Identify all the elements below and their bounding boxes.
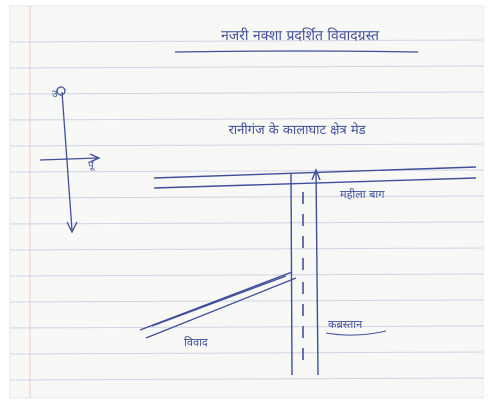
right-area-label: कब्रस्तान (328, 318, 363, 331)
paper-sheet (9, 5, 484, 399)
compass-icon (39, 86, 101, 234)
north-mark: उ (52, 89, 58, 100)
diagonal-lane (139, 271, 297, 339)
page-title: नजरी नक्शा प्रदर्शित विवादग्रस्त (221, 27, 380, 44)
title-underline (174, 50, 419, 53)
left-lane-label: विवाद (184, 336, 208, 349)
ruled-lines (9, 39, 484, 381)
right-area-underline (325, 330, 387, 336)
vertical-lane (290, 168, 321, 376)
east-mark: पू (88, 160, 96, 171)
page-subtitle: रानीगंज के कालाघाट क्षेत्र मेड (228, 122, 366, 138)
road-top-label: महीला बाग (340, 188, 385, 201)
